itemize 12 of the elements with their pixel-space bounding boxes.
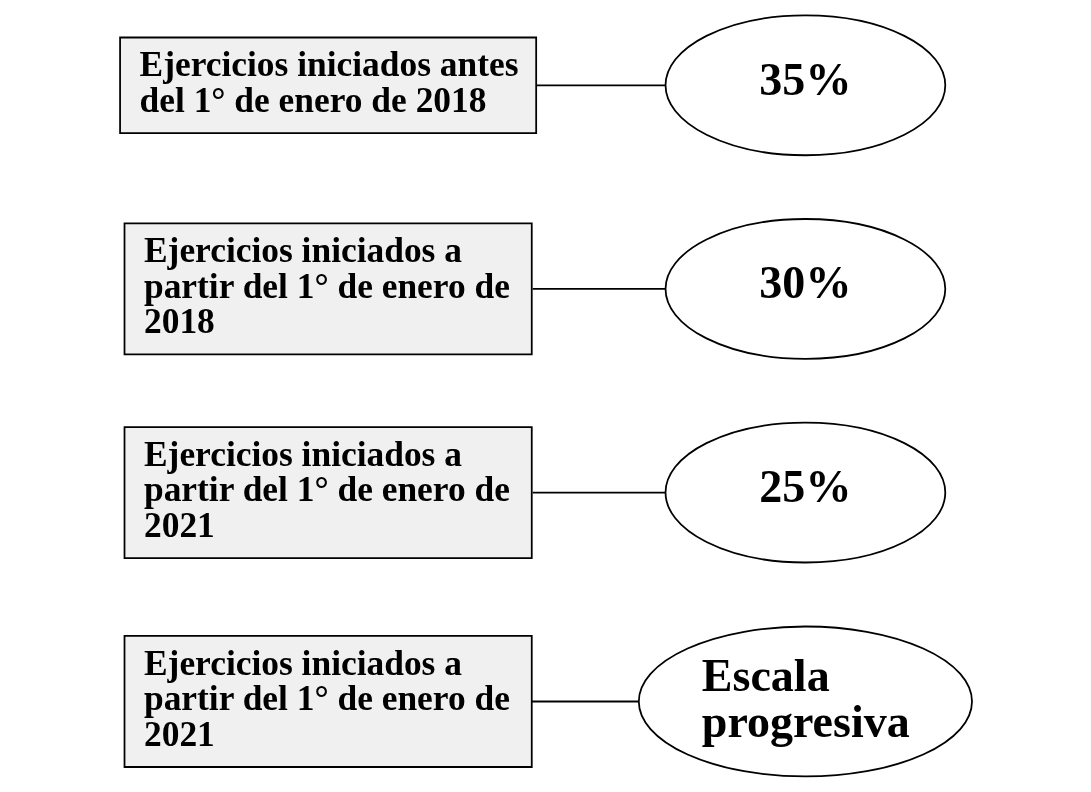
connector [535, 84, 666, 87]
connector [531, 288, 666, 290]
node-ellipse: Escala progresiva [637, 625, 973, 778]
node-box: Ejercicios iniciados a partir del 1° de enero de 2021 [123, 426, 533, 559]
node-ellipse: 35% [664, 14, 946, 157]
node-ellipse: 30% [664, 218, 946, 360]
connector [530, 700, 639, 703]
node-box: Ejercicios iniciados a partir del 1° de enero de 2021 [123, 635, 533, 768]
node-box: Ejercicios iniciados a partir del 1° de enero de 2018 [123, 222, 533, 356]
node-ellipse: 25% [664, 421, 946, 564]
connector [531, 491, 666, 494]
node-box: Ejercicios iniciados antes del 1° de enero de 2018 [118, 36, 537, 134]
